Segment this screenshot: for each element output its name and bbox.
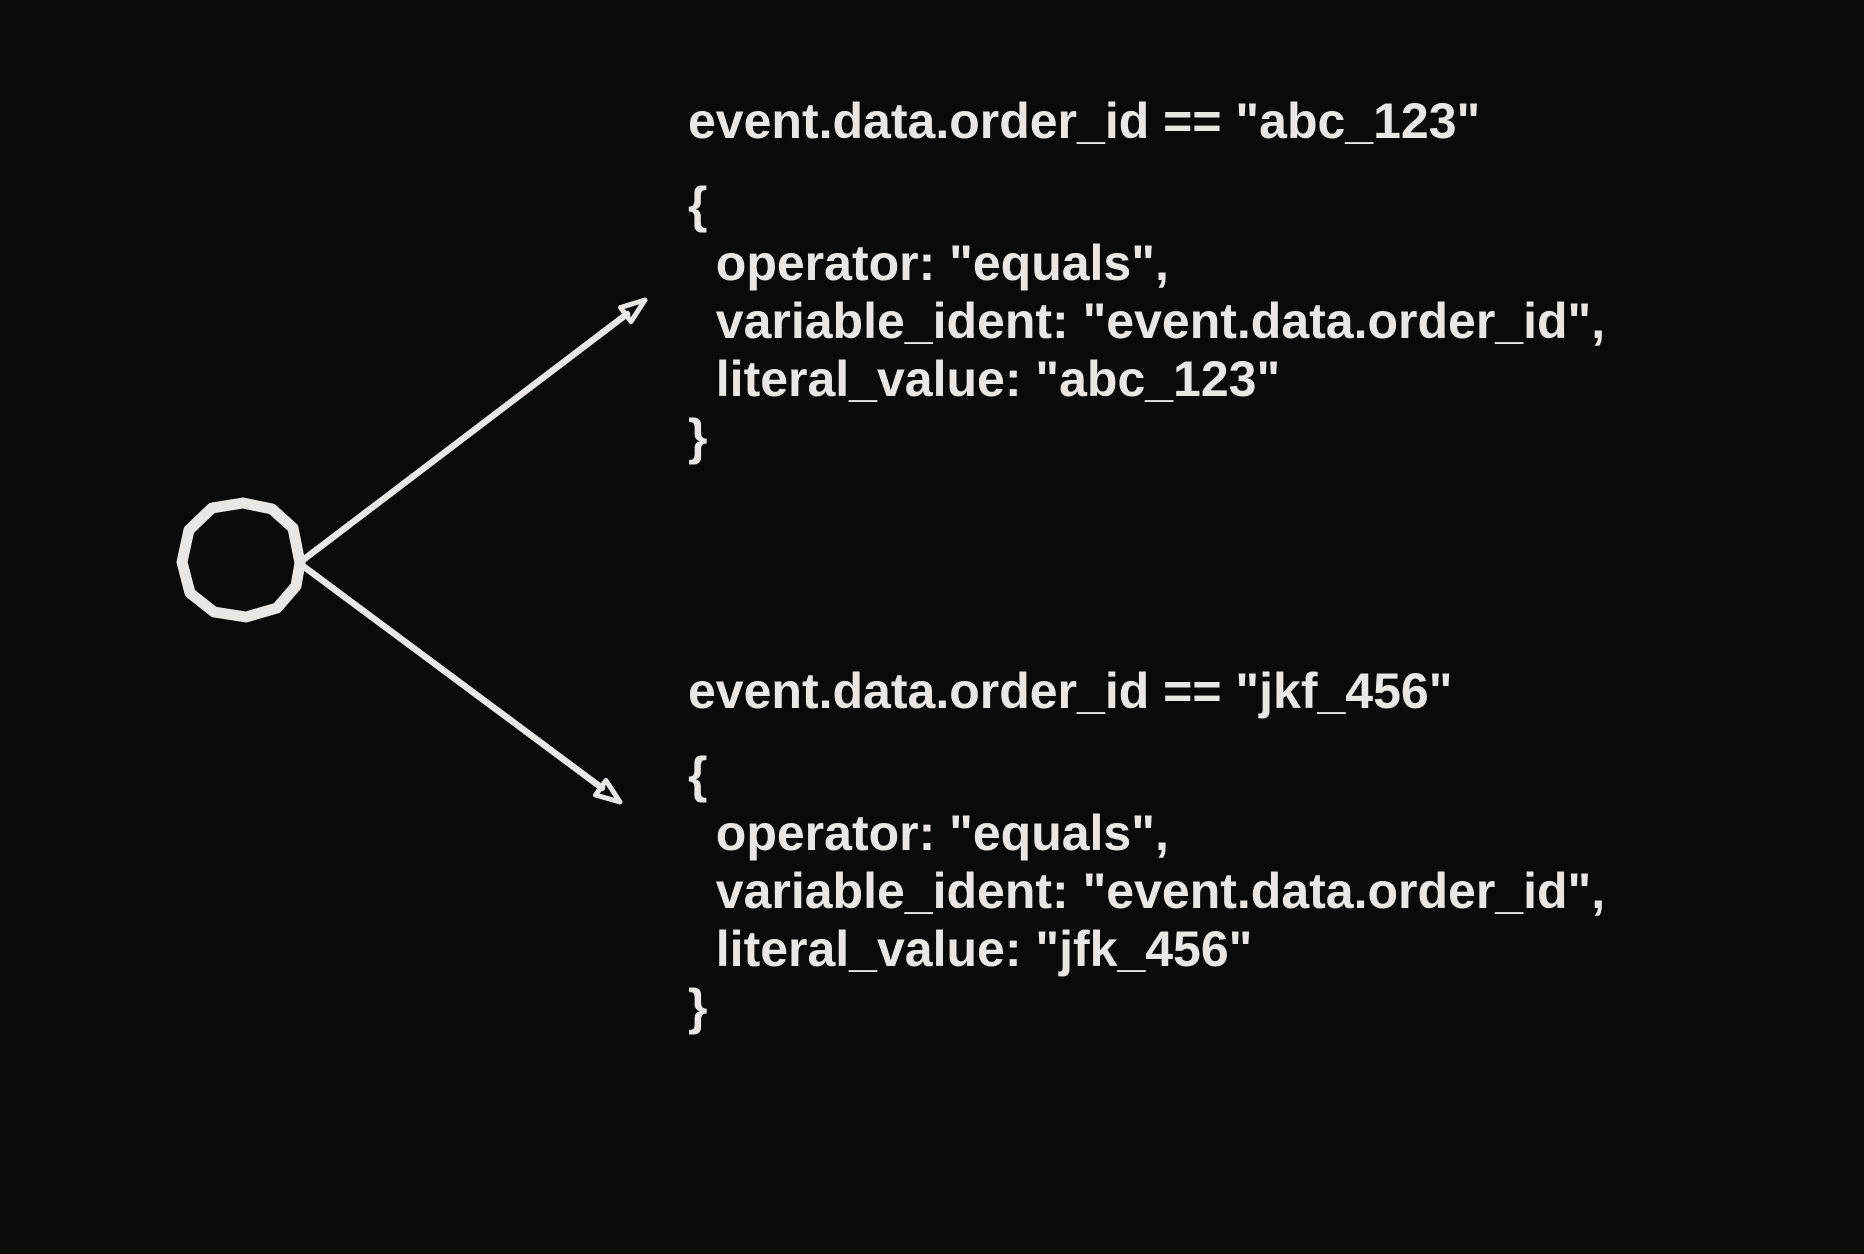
arrow-to-condition-1 [299, 297, 648, 564]
arrow-line-1 [299, 310, 631, 564]
arrow-to-condition-2 [299, 562, 623, 805]
condition-1-json: { operator: "equals", variable_ident: "e… [688, 177, 1606, 465]
condition-2-expression: event.data.order_id == "jkf_456" [688, 663, 1453, 719]
condition-2-json: { operator: "equals", variable_ident: "e… [688, 747, 1606, 1035]
flow-node-circle-icon [176, 497, 306, 623]
arrow-line-2 [299, 562, 606, 792]
arrowhead-1-icon [618, 297, 648, 324]
arrowhead-2-icon [593, 778, 623, 805]
condition-1-expression: event.data.order_id == "abc_123" [688, 93, 1481, 149]
